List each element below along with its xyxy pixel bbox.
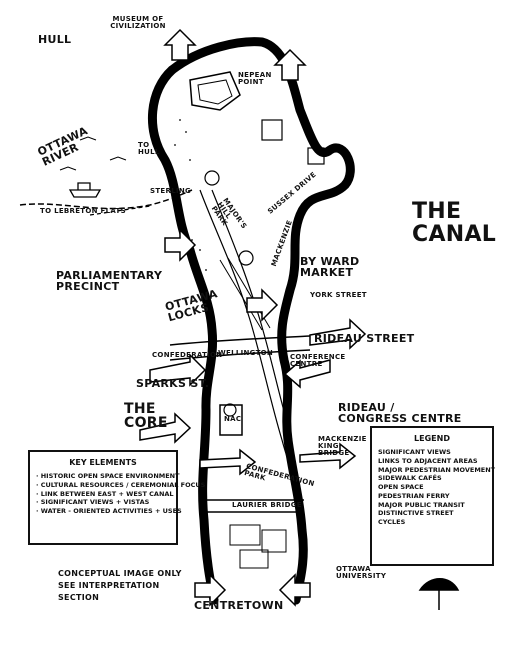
park-trees bbox=[204, 170, 254, 417]
legend-item: DISTINCTIVE STREET bbox=[378, 509, 454, 518]
market-building bbox=[307, 147, 325, 165]
key-element-item: · LINK BETWEEN EAST + WEST CANAL bbox=[36, 489, 174, 498]
label-the-core: THE CORE bbox=[124, 401, 168, 431]
legend-title: LEGEND bbox=[414, 434, 450, 443]
key-elements-title: KEY ELEMENTS bbox=[69, 458, 137, 467]
label-laurier: LAURIER BRIDGE bbox=[232, 501, 302, 509]
legend-item: CYCLES bbox=[378, 518, 406, 527]
label-conceptual: CONCEPTUAL IMAGE ONLY SEE INTERPRETATION… bbox=[58, 569, 182, 602]
river-ripples bbox=[59, 136, 127, 171]
downtown-blocks bbox=[229, 524, 287, 569]
label-rideau-street: RIDEAU STREET bbox=[314, 332, 415, 345]
conference-centre bbox=[261, 119, 283, 141]
nac-building bbox=[219, 404, 243, 436]
legend-box: LEGEND SIGNIFICANT VIEWS LINKS TO ADJACE… bbox=[370, 426, 496, 566]
canal-channel bbox=[199, 189, 303, 521]
label-mackenzie-king: MACKENZIE KING BRIDGE bbox=[318, 435, 367, 457]
label-wellington: WELLINGTON bbox=[218, 349, 274, 357]
stipple-west bbox=[174, 119, 215, 321]
key-element-item: · WATER - ORIENTED ACTIVITIES + USES bbox=[36, 507, 182, 516]
legend-item: OPEN SPACE bbox=[378, 483, 424, 492]
label-museum: MUSEUM OF CIVILIZATION bbox=[110, 15, 166, 30]
label-ottawa-university: OTTAWA UNIVERSITY bbox=[336, 565, 387, 580]
nepean-point bbox=[189, 71, 241, 111]
key-element-item: · HISTORIC OPEN SPACE ENVIRONMENT bbox=[36, 472, 180, 480]
river-shore bbox=[19, 189, 193, 210]
label-parliamentary: PARLIAMENTARY PRECINCT bbox=[56, 269, 163, 293]
key-elements-box: KEY ELEMENTS · HISTORIC OPEN SPACE ENVIR… bbox=[28, 450, 206, 545]
label-conference: CONFERENCE CENTRE bbox=[290, 353, 346, 368]
ferry-route bbox=[89, 205, 151, 216]
label-sterling: STERLING bbox=[150, 187, 192, 195]
label-hull: HULL bbox=[38, 33, 72, 46]
legend-item: MAJOR PEDESTRIAN MOVEMENT bbox=[378, 465, 496, 474]
key-element-item: · SIGNIFICANT VIEWS + VISTAS bbox=[36, 498, 150, 507]
label-to-lebreton: TO LEBRETON FLATS bbox=[40, 207, 126, 215]
north-arrow bbox=[418, 578, 460, 610]
key-element-item: · CULTURAL RESOURCES / CEREMONIAL FOCUS bbox=[36, 480, 206, 489]
legend-item: MAJOR PUBLIC TRANSIT bbox=[378, 500, 465, 509]
label-nac: NAC bbox=[224, 415, 242, 423]
east-bank bbox=[167, 37, 355, 605]
label-centretown: CENTRETOWN bbox=[194, 599, 284, 612]
significant-view-arrows bbox=[139, 28, 367, 607]
legend-item: PEDESTRIAN FERRY bbox=[378, 491, 450, 500]
bridges bbox=[169, 335, 311, 513]
legend-item: SIDEWALK CAFÉS bbox=[378, 474, 442, 483]
west-bank bbox=[147, 65, 219, 605]
label-the-canal: THE CANAL bbox=[412, 199, 497, 248]
label-sparks: SPARKS ST. bbox=[136, 377, 210, 390]
label-byward: BY WARD MARKET bbox=[300, 255, 360, 279]
label-york: YORK STREET bbox=[310, 291, 367, 299]
label-to-hull: TO HULL bbox=[138, 141, 160, 156]
legend-item: LINKS TO ADJACENT AREAS bbox=[378, 456, 478, 465]
label-nepean: NEPEAN POINT bbox=[238, 71, 272, 86]
legend-item: SIGNIFICANT VIEWS bbox=[378, 448, 451, 456]
label-confederation: CONFEDERATION bbox=[152, 351, 223, 359]
boat bbox=[68, 182, 102, 198]
label-rideau-congress: RIDEAU / CONGRESS CENTRE bbox=[338, 401, 462, 425]
